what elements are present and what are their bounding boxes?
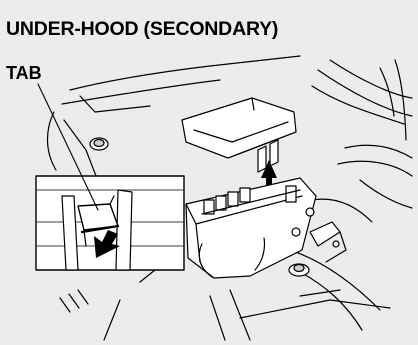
fuse-box-cover <box>182 98 296 172</box>
tab-detail-inset <box>36 176 184 270</box>
fuse-box-body <box>186 178 316 278</box>
battery-terminal <box>310 222 346 262</box>
hood-bolt <box>90 138 108 150</box>
lower-bolt <box>289 264 309 276</box>
